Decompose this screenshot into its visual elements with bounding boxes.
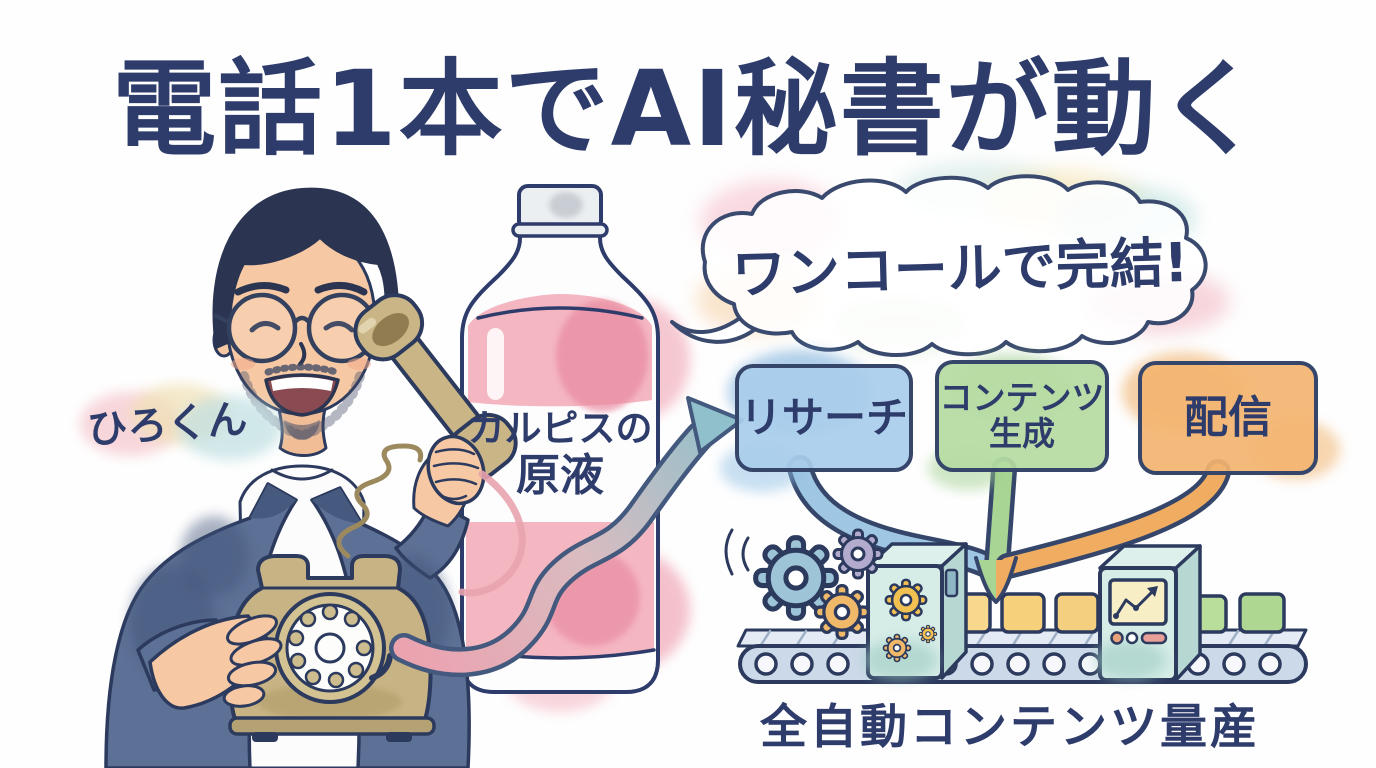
man-illustration <box>104 187 526 768</box>
box-content-generation <box>928 354 1109 490</box>
knob-icon <box>1110 631 1124 645</box>
gear-icon <box>884 578 928 622</box>
speech-bubble <box>670 162 1230 357</box>
factory-caption: 全自動コンテンツ量産 <box>760 700 1260 755</box>
left-hand <box>136 614 283 710</box>
gear-icon <box>813 583 871 641</box>
step-label-content-generation: コンテンツ 生成 <box>937 362 1107 470</box>
machine-analytics <box>1094 544 1202 682</box>
package-yellow <box>946 592 1100 634</box>
button-icon <box>1140 631 1168 645</box>
gear-icon <box>882 633 912 663</box>
gear-icon <box>832 528 884 580</box>
rotary-phone-icon <box>227 443 436 742</box>
bottle-label-line2: 原液 <box>516 449 604 501</box>
conveyor-rollers <box>754 652 1282 676</box>
page-title: 電話1本でAI秘書が動く <box>112 48 1264 170</box>
step-label-content-line1: コンテンツ <box>939 377 1105 417</box>
knob-icon <box>1125 631 1139 645</box>
step-label-research: リサーチ <box>739 392 908 442</box>
coiled-cord <box>336 443 424 559</box>
rotary-dial-icon <box>274 592 393 704</box>
motion-lines <box>724 528 750 576</box>
hand <box>426 434 486 506</box>
name-tag-watercolor <box>80 384 282 460</box>
pink-cord <box>458 470 526 597</box>
bottle-cap <box>511 184 609 238</box>
bubble-tail <box>670 316 756 344</box>
bottle-label-line1: カルピスの <box>467 407 653 450</box>
character-name-label: ひろくん <box>85 396 249 454</box>
speech-bubble-text: ワンコールで完結! <box>731 231 1190 306</box>
box-research <box>720 350 913 492</box>
bottle-label: カルピスの 原液 <box>448 407 672 501</box>
step-label-content-line2: 生成 <box>989 414 1055 453</box>
gear-icon <box>918 624 938 644</box>
factory <box>724 528 1308 684</box>
step-label-distribution: 配信 <box>1184 391 1272 443</box>
machine-processor <box>862 542 968 680</box>
flow-arrow-icon <box>389 396 744 678</box>
box-distribution <box>1122 352 1340 480</box>
